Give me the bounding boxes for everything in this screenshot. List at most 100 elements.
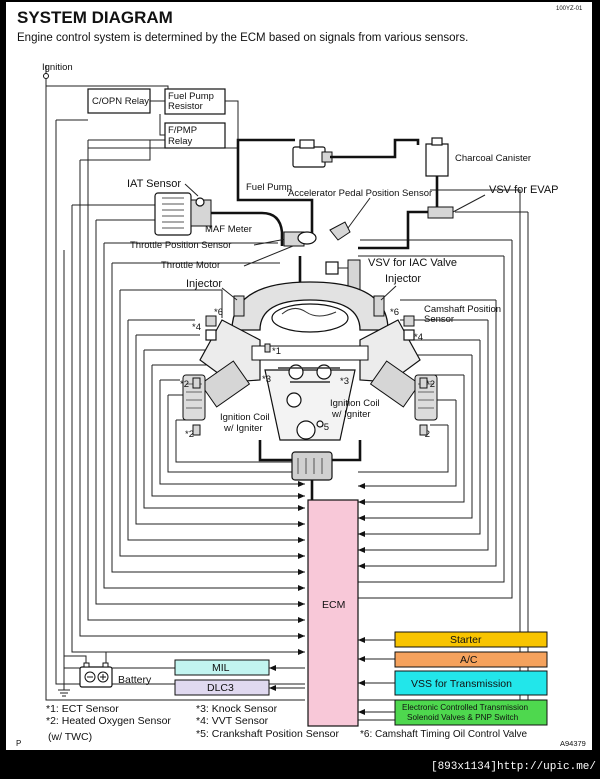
fpmp-relay-box (164, 122, 226, 149)
iac-valve-icon (325, 261, 339, 275)
o2-sensor-lr-icon (419, 424, 428, 436)
ect-sensor-icon (264, 343, 271, 353)
air-filter-lines-icon (162, 197, 184, 229)
maf-meter-label: MAF Meter (205, 224, 252, 235)
marker-2-upper-right: *2 (426, 379, 435, 390)
starter-box (394, 631, 548, 648)
injector-left-icon (233, 295, 245, 317)
camshaft-sensor-label-2: Sensor (424, 314, 454, 325)
marker-2-lower-left: *2 (185, 429, 194, 440)
accel-pedal-sensor-label: Accelerator Pedal Position Sensor (288, 188, 432, 199)
starter-label: Starter (450, 634, 482, 646)
output-boxes: MIL DLC3 (174, 659, 305, 696)
ground-icon (58, 655, 87, 697)
canister-port-icon (431, 137, 443, 146)
legend: *1: ECT Sensor *2: Heated Oxygen Sensor … (46, 703, 528, 743)
cylinder-right-icon (369, 360, 421, 408)
image-host-watermark: [893x1134]http://upic.me/ (418, 760, 596, 775)
fuel-pump-resistor-label-1: Fuel Pump (168, 91, 214, 102)
ect-solenoid-label-2: Solenoid Valves & PNP Switch (407, 713, 519, 722)
page-subtitle: Engine control system is determined by t… (17, 32, 468, 44)
marker-1: *1 (272, 346, 281, 357)
ecm-label: ECM (322, 599, 345, 611)
page-letter: P (16, 739, 21, 748)
mil-label: MIL (212, 662, 230, 674)
ecm-arrows-right (358, 483, 365, 715)
ignition-coil-right-label-1: Ignition Coil (330, 398, 380, 409)
vvt-left-icon (205, 329, 217, 341)
copn-relay-label: C/OPN Relay (92, 96, 149, 107)
figure-id: A94379 (560, 739, 586, 748)
marker-3-left: *3 (262, 374, 271, 385)
vsv-iac-icon (347, 259, 361, 291)
cylinder-left-icon (199, 360, 251, 408)
legend-2-sub: (w/ TWC) (48, 731, 92, 743)
injector-left-label: Injector (186, 278, 222, 290)
throttle-motor-label: Throttle Motor (161, 260, 220, 271)
o2-sensor-ll-icon (192, 424, 201, 436)
iat-sensor-label: IAT Sensor (127, 178, 181, 190)
ocv-right-icon (403, 315, 415, 327)
crank-sensor-icon (316, 420, 324, 428)
ac-label: A/C (460, 654, 478, 666)
air-cleaner-icon (154, 192, 192, 236)
o2-sensor-ul-icon (192, 377, 201, 389)
injector-right-icon (373, 295, 385, 317)
throttle-valve-icon (297, 231, 317, 245)
throttle-position-sensor-label: Throttle Position Sensor (130, 240, 231, 251)
battery-label: Battery (118, 674, 152, 686)
marker-5: *5 (320, 422, 329, 433)
marker-6-left: *6 (214, 307, 223, 318)
ignition-terminal-icon (43, 73, 49, 79)
intake-plenum-icon (271, 303, 349, 333)
fpmp-relay-label-1: F/PMP (168, 125, 197, 136)
ect-solenoid-box (394, 699, 548, 726)
marker-6-right: *6 (390, 307, 399, 318)
ignition-coil-right-label-2: w/ Igniter (331, 409, 371, 420)
wiring-left (45, 65, 305, 701)
fuel-pump-resistor-label-2: Resistor (168, 101, 203, 112)
battery: Battery (58, 651, 152, 697)
legend-2: *2: Heated Oxygen Sensor (46, 715, 171, 727)
marker-4-left: *4 (192, 322, 201, 333)
marker-2-upper-left: *2 (180, 379, 189, 390)
ignition-coil-left-label-1: Ignition Coil (220, 412, 270, 423)
legend-4: *4: VVT Sensor (196, 715, 269, 727)
legend-6: *6: Camshaft Timing Oil Control Valve (360, 729, 528, 740)
legend-3: *3: Knock Sensor (196, 703, 278, 715)
charcoal-canister-label: Charcoal Canister (455, 153, 531, 164)
vsv-evap-label: VSV for EVAP (489, 184, 559, 196)
ac-box (394, 651, 548, 668)
ecm-arrows-left (298, 459, 305, 655)
ignition-label: Ignition (42, 62, 73, 73)
legend-1: *1: ECT Sensor (46, 703, 119, 715)
fpmp-relay-label-2: Relay (168, 136, 193, 147)
ecm-box (307, 499, 359, 727)
dlc3-label: DLC3 (207, 682, 234, 694)
fuel-pump-cap-icon (299, 139, 315, 149)
o2-sensor-ur-icon (419, 377, 428, 389)
accel-pedal-icon (329, 221, 351, 241)
ect-solenoid-label-1: Electronic Controlled Transmission (402, 703, 528, 712)
vvt-right-icon (403, 329, 415, 341)
vsv-iac-label: VSV for IAC Valve (368, 257, 457, 269)
page-title: SYSTEM DIAGRAM (17, 8, 173, 27)
fuel-pump-label: Fuel Pump (246, 182, 292, 193)
fuel-tank-icon (292, 146, 326, 168)
marker-4-right: *4 (414, 332, 423, 343)
vss-label: VSS for Transmission (411, 678, 512, 690)
vss-box (394, 670, 548, 696)
fuel-pump-resistor-box (164, 88, 226, 115)
input-boxes: Starter A/C VSS for Transmission Electro… (394, 631, 548, 726)
engine-block (182, 256, 438, 500)
ref-code: 100YZ-01 (556, 6, 583, 12)
vsv-evap-icon (427, 206, 454, 219)
ignition-coil-left-label-2: w/ Igniter (223, 423, 263, 434)
ocv-left-icon (205, 315, 217, 327)
injector-right-label: Injector (385, 273, 421, 285)
charcoal-canister-icon (425, 143, 449, 177)
legend-5: *5: Crankshaft Position Sensor (196, 728, 339, 740)
marker-3-right: *3 (340, 376, 349, 387)
